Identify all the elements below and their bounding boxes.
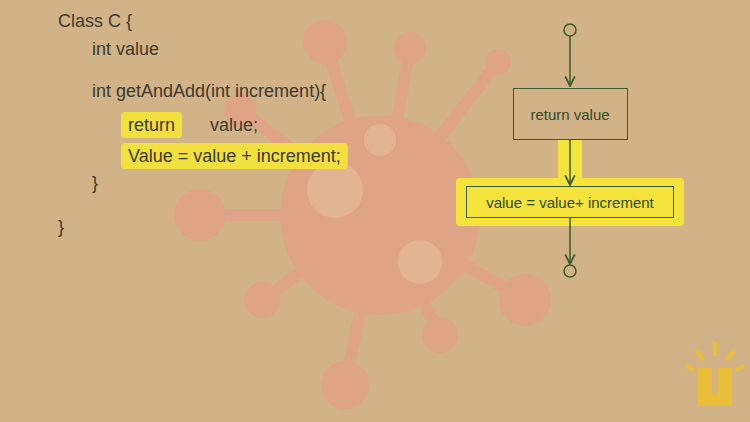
flow-terminals	[564, 24, 576, 277]
end-arrow	[569, 218, 571, 264]
text-highlight	[121, 143, 348, 169]
edge-highlight	[558, 140, 582, 186]
end-circle	[564, 265, 576, 277]
flow-arrow	[569, 140, 571, 185]
box-text: return value	[530, 106, 609, 123]
code-text: value;	[210, 114, 258, 136]
code-text: Value = value + increment;	[128, 145, 341, 167]
code-text: int value	[92, 38, 159, 60]
process-box: value = value+ increment	[466, 186, 674, 218]
highlight-layer	[121, 112, 684, 226]
start-circle	[564, 24, 576, 36]
code-text: int getAndAdd(int increment){	[92, 80, 326, 102]
code-text: Class C {	[58, 10, 132, 32]
text-highlight	[121, 112, 182, 138]
code-text: }	[92, 172, 98, 194]
process-box: return value	[513, 88, 628, 140]
logo-mark	[686, 342, 744, 406]
code-text: }	[58, 216, 64, 238]
box-text: value = value+ increment	[486, 194, 654, 211]
start-arrow	[569, 36, 571, 86]
code-text: return	[128, 114, 175, 136]
